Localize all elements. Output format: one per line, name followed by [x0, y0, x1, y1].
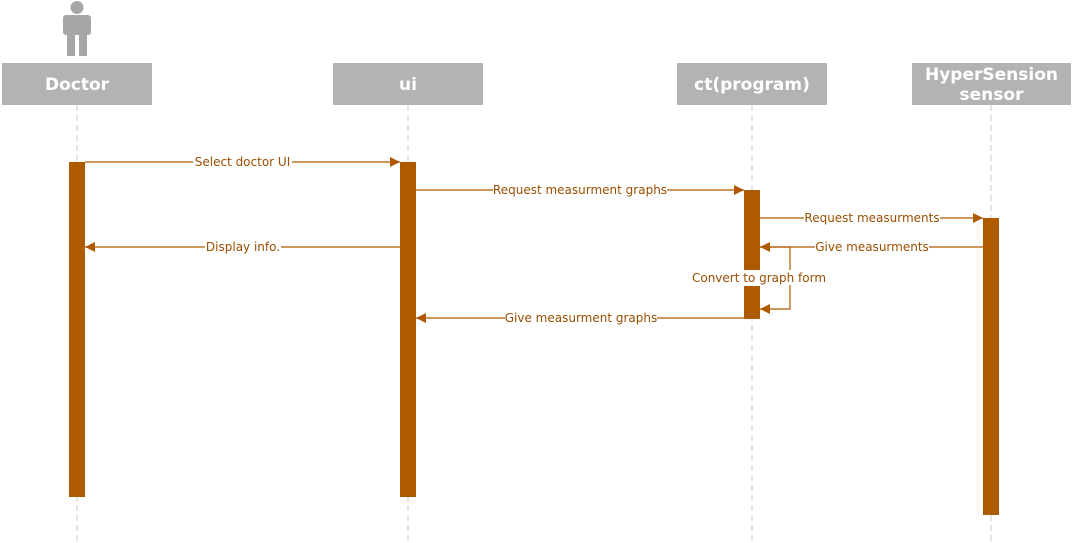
- message-give-measurment-graphs: Give measurment graphs: [416, 310, 744, 325]
- activation-sensor: [983, 218, 999, 515]
- message-label: Display info.: [206, 240, 280, 254]
- message-label-background: [815, 239, 929, 254]
- message-label-background: [804, 210, 940, 225]
- actor-hypersension-sensor: HyperSension sensor: [912, 63, 1071, 105]
- actor-doctor-label: Doctor: [45, 75, 110, 95]
- person-icon: [63, 1, 91, 56]
- message-label: Give measurment graphs: [505, 311, 658, 325]
- message-label-background: [690, 270, 828, 285]
- actor-ui-label: ui: [399, 75, 417, 95]
- actor-ct-program: ct(program): [677, 63, 827, 105]
- message-request-measurment-graphs: Request measurment graphs: [416, 182, 744, 197]
- message-request-measurments: Request measurments: [760, 210, 983, 225]
- message-label-background: [493, 182, 667, 197]
- message-display-info: Display info.: [85, 239, 400, 254]
- activation-ct-program-2: [744, 286, 760, 319]
- actor-ct-program-label: ct(program): [694, 75, 810, 95]
- actor-ui: ui: [333, 63, 483, 105]
- message-label-background: [505, 310, 657, 325]
- message-label-background: [205, 239, 281, 254]
- actor-sensor-label-line1: HyperSension: [925, 65, 1058, 85]
- message-label: Request measurments: [804, 211, 939, 225]
- activation-ct-program-1: [744, 190, 760, 270]
- message-label-background: [193, 154, 292, 169]
- message-label: Give measurments: [815, 240, 929, 254]
- message-label: Convert to graph form: [692, 271, 826, 285]
- message-label: Select doctor UI: [195, 155, 291, 169]
- actor-doctor: Doctor: [2, 63, 152, 105]
- message-convert-to-graph-form: Convert to graph form: [690, 246, 828, 314]
- message-label: Request measurment graphs: [493, 183, 667, 197]
- message-select-doctor-ui: Select doctor UI: [85, 154, 400, 169]
- actor-sensor-label-line2: sensor: [960, 85, 1025, 105]
- activation-ui: [400, 162, 416, 497]
- message-give-measurments: Give measurments: [760, 239, 983, 254]
- activation-doctor: [69, 162, 85, 497]
